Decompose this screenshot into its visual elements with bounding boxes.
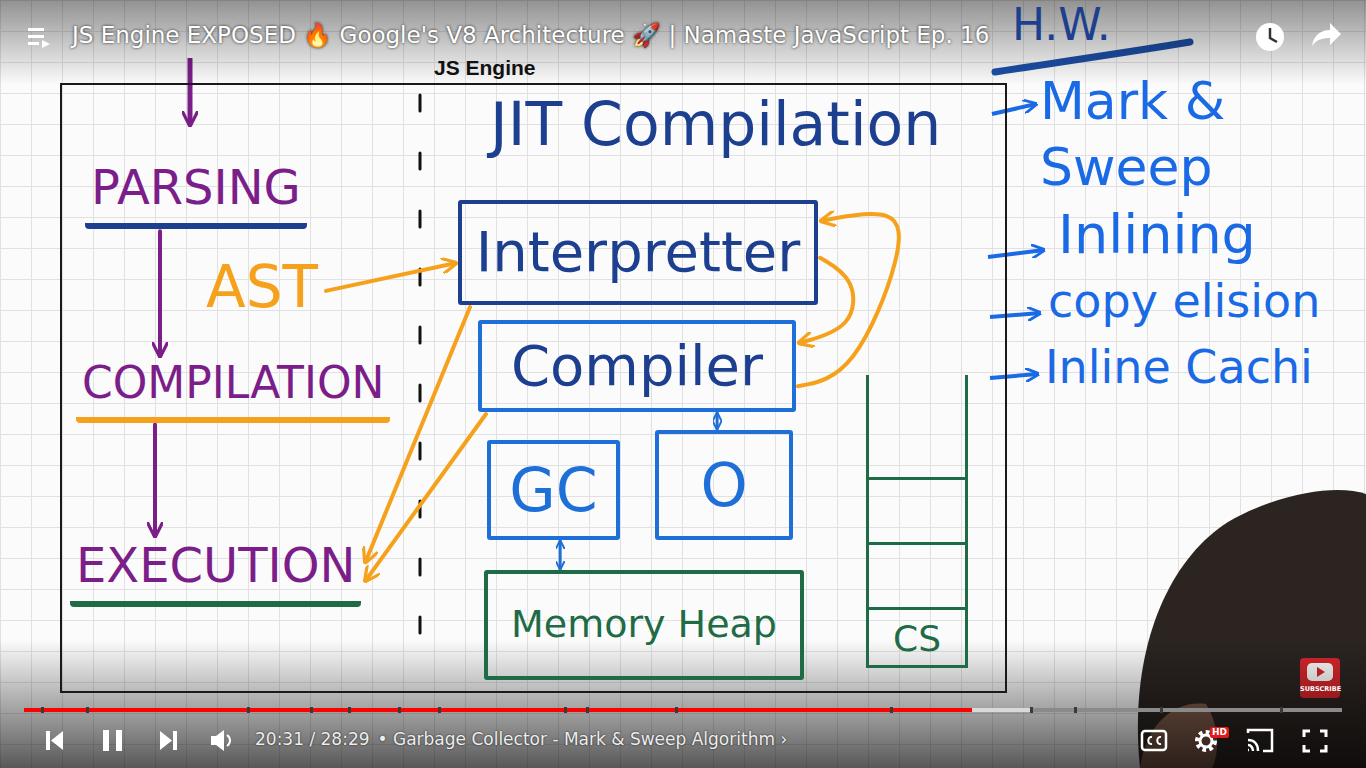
- homework-item: Inline Cachi: [1045, 342, 1313, 393]
- chapter-gap: [564, 707, 567, 713]
- progress-buffer: [972, 708, 1032, 712]
- stage-label: EXECUTION: [70, 538, 361, 607]
- node-text: EXECUTION: [76, 538, 355, 593]
- memory-box: Memory Heap: [484, 570, 804, 680]
- pause-button: [103, 730, 109, 751]
- ast-label: AST: [200, 252, 324, 323]
- chapter-gap: [1160, 707, 1163, 713]
- flow-connector: [365, 307, 470, 562]
- process-box: O: [655, 430, 793, 540]
- chapter-gap: [890, 707, 893, 713]
- pause-button: [116, 730, 122, 751]
- progress-played: [24, 708, 972, 712]
- homework-heading: H.W.: [1012, 3, 1111, 47]
- captions-glyph: [1148, 737, 1161, 744]
- chapter-gap: [438, 707, 441, 713]
- volume-wave: [227, 735, 230, 746]
- list-arrow: [988, 250, 1044, 257]
- homework-item: Inlining: [1058, 205, 1256, 264]
- flow-connector: [798, 214, 899, 386]
- stage-label: PARSING: [85, 160, 307, 229]
- chapter-gap: [86, 707, 89, 713]
- next-button: [160, 731, 177, 750]
- chapter-gap: [1030, 707, 1033, 713]
- flow-connector: [799, 258, 853, 343]
- watch-later-icon: [1256, 23, 1284, 51]
- cast-button: [1248, 730, 1272, 751]
- process-box: GC: [487, 440, 620, 540]
- dashed-divider: [419, 95, 422, 640]
- call-stack-box: CS: [866, 375, 968, 668]
- list-arrow: [990, 374, 1038, 378]
- chapter-gap: [310, 707, 313, 713]
- node-text: Memory Heap: [511, 603, 777, 647]
- flow-connector: [326, 263, 456, 291]
- video-title: JS Engine EXPOSED 🔥 Google's V8 Architec…: [72, 22, 989, 48]
- chapter-gap: [398, 707, 401, 713]
- flow-connector: [559, 541, 562, 569]
- chapter-title: • Garbage Collector - Mark & Sweep Algor…: [378, 730, 788, 750]
- stack-shelf: [869, 542, 965, 545]
- fullscreen-button: [1304, 731, 1326, 751]
- flow-connector: [153, 425, 157, 536]
- subscribe-text: SUBSCRIBE: [1300, 686, 1340, 693]
- playlist-line: [28, 35, 44, 38]
- bottom-shade: [0, 640, 1366, 768]
- stack-shelf: [869, 477, 965, 480]
- chapter-gap: [247, 707, 250, 713]
- stage-label: COMPILATION: [76, 358, 390, 423]
- node-text: O: [700, 451, 747, 520]
- node-text: COMPILATION: [82, 358, 384, 409]
- chapter-gap: [348, 707, 351, 713]
- node-text: CS: [893, 618, 941, 659]
- flow-connector: [158, 231, 162, 356]
- share-icon: [1312, 23, 1341, 46]
- process-box: Compiler: [478, 320, 796, 412]
- playlist-line: [28, 42, 39, 45]
- playlist-play: [42, 40, 50, 48]
- node-text: PARSING: [91, 160, 301, 215]
- homework-item: Mark & Sweep: [1040, 68, 1280, 200]
- chapter-gap: [1280, 707, 1283, 713]
- chapter-gap: [675, 707, 678, 713]
- flow-connector: [716, 413, 719, 429]
- progress-track: [24, 708, 1342, 712]
- volume-button: [211, 730, 224, 751]
- time-display: 20:31 / 28:29: [255, 730, 370, 750]
- node-text: GC: [509, 456, 597, 525]
- node-text: Interpretter: [476, 220, 801, 284]
- hd-badge: HD: [1210, 727, 1229, 738]
- list-arrow: [992, 104, 1036, 114]
- engine-box: JS EnginePARSINGASTCOMPILATIONEXECUTIONI…: [60, 83, 1007, 693]
- node-text: Compiler: [511, 334, 763, 398]
- chapter-gap: [41, 707, 44, 713]
- box-heading: JS Engine: [434, 56, 536, 80]
- previous-button: [46, 731, 63, 750]
- chapter-gaps: [41, 707, 1283, 713]
- list-arrow: [990, 313, 1040, 317]
- process-box: Interpretter: [458, 200, 818, 305]
- playlist-line: [28, 28, 44, 31]
- clock-hands: [1270, 28, 1277, 42]
- homework-item: copy elision: [1048, 276, 1320, 327]
- chapter-gap: [1074, 707, 1077, 713]
- captions-button: [1142, 731, 1166, 750]
- stack-shelf: [869, 607, 965, 610]
- chapter-gap: [586, 707, 589, 713]
- section-heading: JIT Compilation: [490, 90, 941, 159]
- playlist-icon: [28, 28, 50, 48]
- node-text: AST: [206, 254, 318, 321]
- flow-connector: [365, 414, 486, 581]
